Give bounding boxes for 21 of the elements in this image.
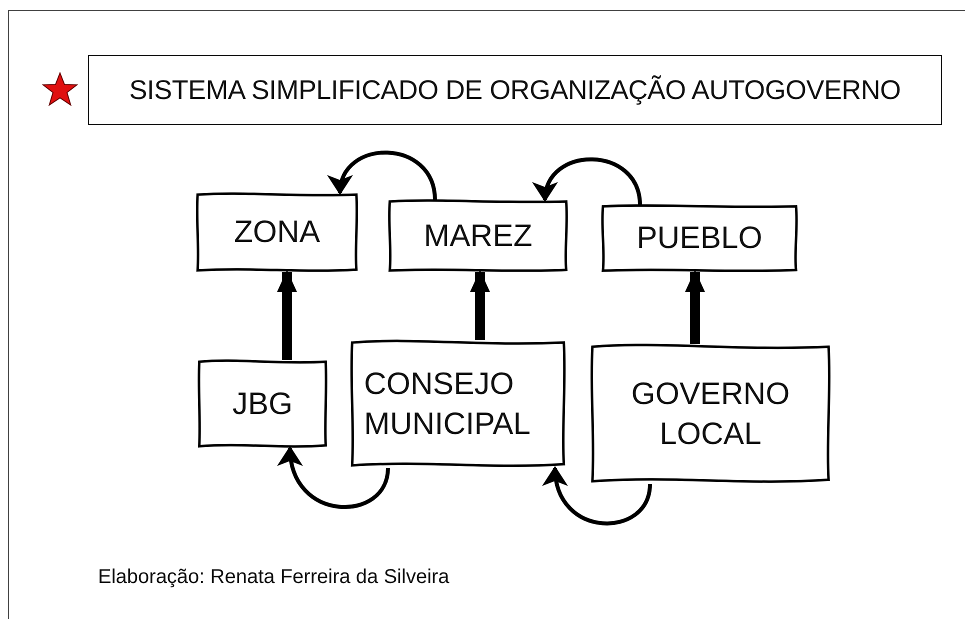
arrow	[534, 157, 642, 206]
arrow	[279, 446, 390, 509]
process-box	[388, 200, 568, 272]
node-label: PUEBLO	[636, 219, 764, 258]
caption: Elaboração: Renata Ferreira da Silveira	[98, 566, 450, 589]
node-label: GOVERNO LOCAL	[630, 374, 791, 453]
arrow	[544, 466, 652, 526]
arrow	[685, 270, 705, 344]
process-box	[350, 340, 566, 468]
node-label: CONSEJO MUNICIPAL	[363, 364, 532, 443]
arrow	[277, 270, 297, 360]
node-label: MAREZ	[422, 216, 534, 255]
title: SISTEMA SIMPLIFICADO DE ORGANIZAÇÃO AUTOGOVERNO	[88, 55, 942, 125]
arrow	[470, 270, 490, 340]
process-box	[590, 344, 831, 484]
node-label: ZONA	[232, 213, 322, 252]
node-label: JBG	[231, 384, 294, 423]
process-box	[601, 205, 798, 272]
process-box	[198, 360, 327, 448]
process-box	[196, 193, 358, 272]
arrow	[330, 150, 437, 200]
